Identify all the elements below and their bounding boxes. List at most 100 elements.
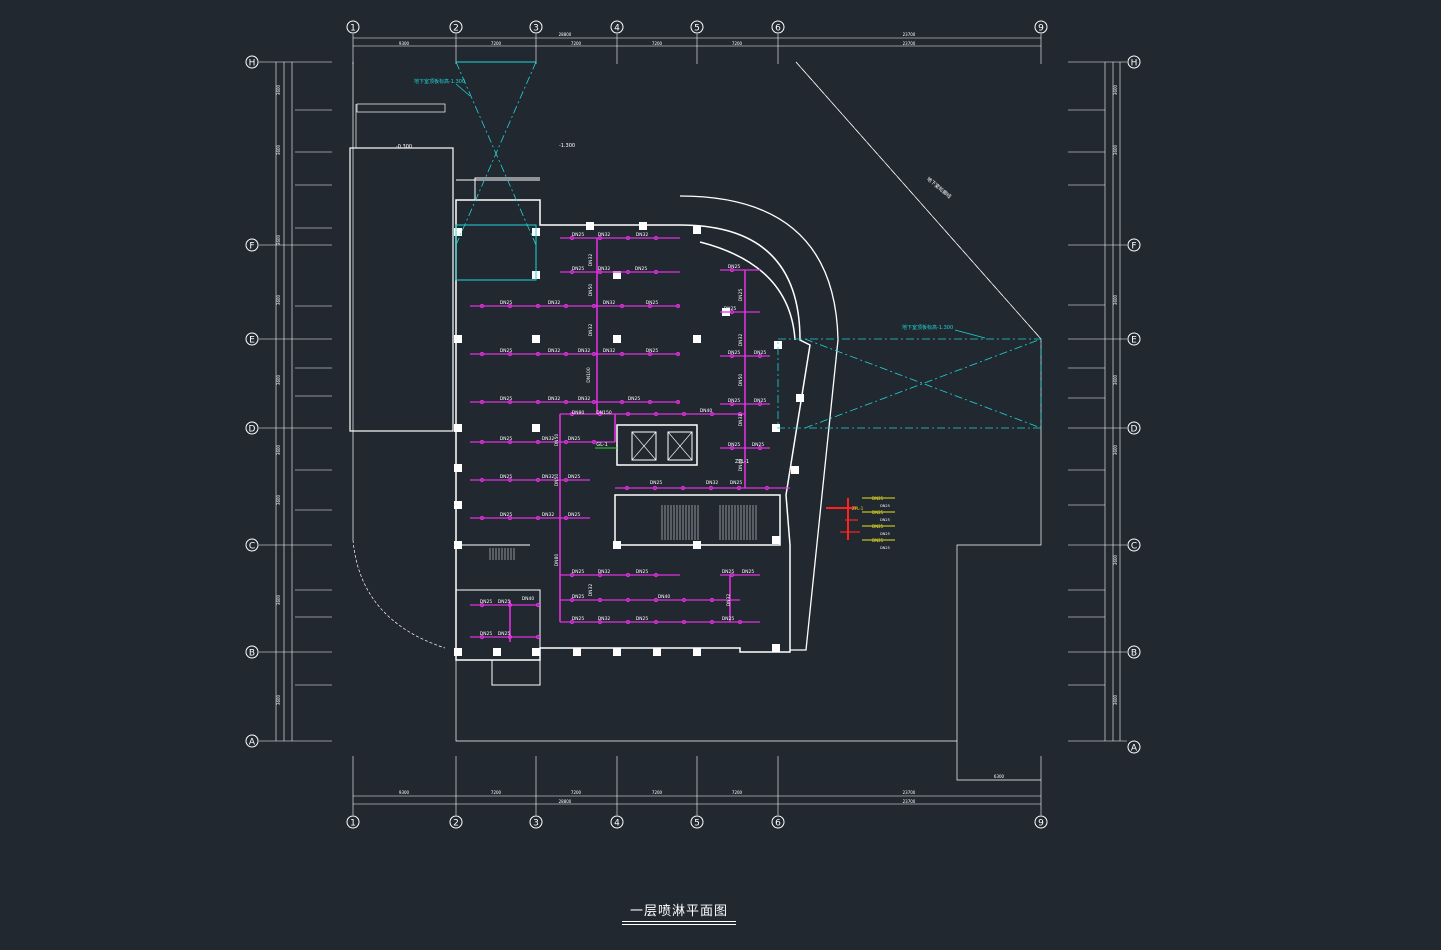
- grid-col-bubble: [346, 20, 360, 34]
- structural-column: [693, 648, 701, 656]
- sprinkler-head: [653, 597, 659, 603]
- pipe-size-label: DN32: [738, 414, 744, 427]
- elevator-1: [631, 431, 657, 461]
- stair-elevation-label: -0.300: [396, 144, 412, 150]
- pipe-size-label: DN25: [754, 350, 767, 356]
- sprinkler-head: [597, 411, 603, 417]
- grid-col-bubble: [449, 20, 463, 34]
- pipe-size-label: DN25: [568, 474, 581, 480]
- sprinkler-head: [681, 411, 687, 417]
- sprinkler-head: [479, 515, 485, 521]
- pipe-size-label: DN32: [548, 300, 561, 306]
- grid-col-bubble: [529, 815, 543, 829]
- sprinkler-head: [535, 515, 541, 521]
- structural-column: [454, 335, 462, 343]
- pipe-size-label: DN32: [542, 512, 555, 518]
- grid-row-bubble: [245, 734, 259, 748]
- grid-col-label: 9: [1038, 819, 1044, 829]
- legend-sublabel: DN25: [880, 504, 890, 508]
- sprinkler-head: [507, 602, 513, 608]
- structural-column: [693, 226, 701, 234]
- curved-wall: [679, 195, 839, 651]
- pipe-size-label: DN100: [586, 367, 592, 383]
- structural-column: [774, 341, 782, 349]
- legend-sublabel: DN25: [880, 518, 890, 522]
- basement-cross: [804, 338, 1042, 429]
- sprinkler-head: [597, 597, 603, 603]
- sprinkler-head: [535, 602, 541, 608]
- grid-row-label: H: [1131, 59, 1138, 69]
- sprinkler-head: [563, 477, 569, 483]
- sprinkler-head: [653, 411, 659, 417]
- dim-label: 7200: [491, 41, 502, 46]
- sprinkler-head: [563, 351, 569, 357]
- sprinkler-head: [729, 401, 735, 407]
- basement-box: [777, 338, 1042, 429]
- sprinkler-head: [591, 303, 597, 309]
- legend-label: DN25: [872, 496, 884, 501]
- sprinkler-head: [625, 411, 631, 417]
- pipe-size-label: DN32: [588, 254, 594, 267]
- grid-col-bubble: [690, 815, 704, 829]
- sprinkler-head: [757, 445, 763, 451]
- pipe-size-label: DN25: [752, 442, 765, 448]
- grid-col-label: 6: [775, 819, 781, 829]
- pipe-size-label: DN32: [588, 324, 594, 337]
- sprinkler-head: [535, 477, 541, 483]
- dim-label: 23700: [903, 790, 916, 795]
- pipe-size-label: DN25: [754, 398, 767, 404]
- grid-col-bubble: [1034, 815, 1048, 829]
- dim-label: 7200: [571, 41, 582, 46]
- pipe-size-label: DN40: [658, 594, 671, 600]
- elevator-2: [667, 431, 693, 461]
- sprinkler-head: [675, 351, 681, 357]
- sprinkler-head: [619, 303, 625, 309]
- sprinkler-head: [619, 399, 625, 405]
- pipe-size-label: DN25: [568, 512, 581, 518]
- grid-row-label: D: [249, 425, 256, 435]
- structural-column: [796, 394, 804, 402]
- sprinkler-head: [507, 303, 513, 309]
- pipe-size-label: DN32: [706, 480, 719, 486]
- sprinkler-head: [535, 351, 541, 357]
- pipe-size-label: DN25: [636, 616, 649, 622]
- entrance-porch: [491, 659, 541, 686]
- sprinkler-head: [569, 411, 575, 417]
- sprinkler-head: [653, 269, 659, 275]
- dim-label: 3600: [276, 84, 281, 95]
- sprinkler-head: [591, 439, 597, 445]
- dim-label: 6300: [994, 774, 1005, 779]
- pipe-size-label: DN32: [588, 584, 594, 597]
- dim-label: 9300: [399, 790, 410, 795]
- sprinkler-head: [591, 399, 597, 405]
- grid-col-label: 2: [453, 24, 459, 34]
- pipe-size-label: DN150: [596, 410, 612, 416]
- pipe-size-label: DN25: [500, 348, 513, 354]
- pipe-size-label: DN25: [572, 266, 585, 272]
- dim-label: 23700: [903, 32, 916, 37]
- dim-label: 3600: [276, 234, 281, 245]
- sprinkler-head: [563, 439, 569, 445]
- pipe-size-label: DN25: [572, 232, 585, 238]
- sprinkler-head: [729, 309, 735, 315]
- pipe-size-label: DN32: [598, 569, 611, 575]
- pipe-size-label: DN25: [628, 396, 641, 402]
- pipe-size-label: DN25: [500, 300, 513, 306]
- sprinkler-head: [737, 411, 743, 417]
- grid-col-bubble: [1034, 20, 1048, 34]
- ramp-outline: [349, 147, 454, 432]
- sprinkler-head: [535, 399, 541, 405]
- structural-column: [613, 335, 621, 343]
- grid-row-bubble: [1127, 332, 1141, 346]
- grid-col-label: 1: [350, 819, 356, 829]
- structural-column: [454, 424, 462, 432]
- sprinkler-head: [479, 602, 485, 608]
- grid-col-bubble: [610, 20, 624, 34]
- dim-label: 23700: [903, 799, 916, 804]
- building-outline: [455, 199, 811, 661]
- structural-column: [454, 501, 462, 509]
- pipe-size-label: DN25: [728, 398, 741, 404]
- inner-arc: [699, 241, 796, 341]
- dim-label: 7200: [652, 790, 663, 795]
